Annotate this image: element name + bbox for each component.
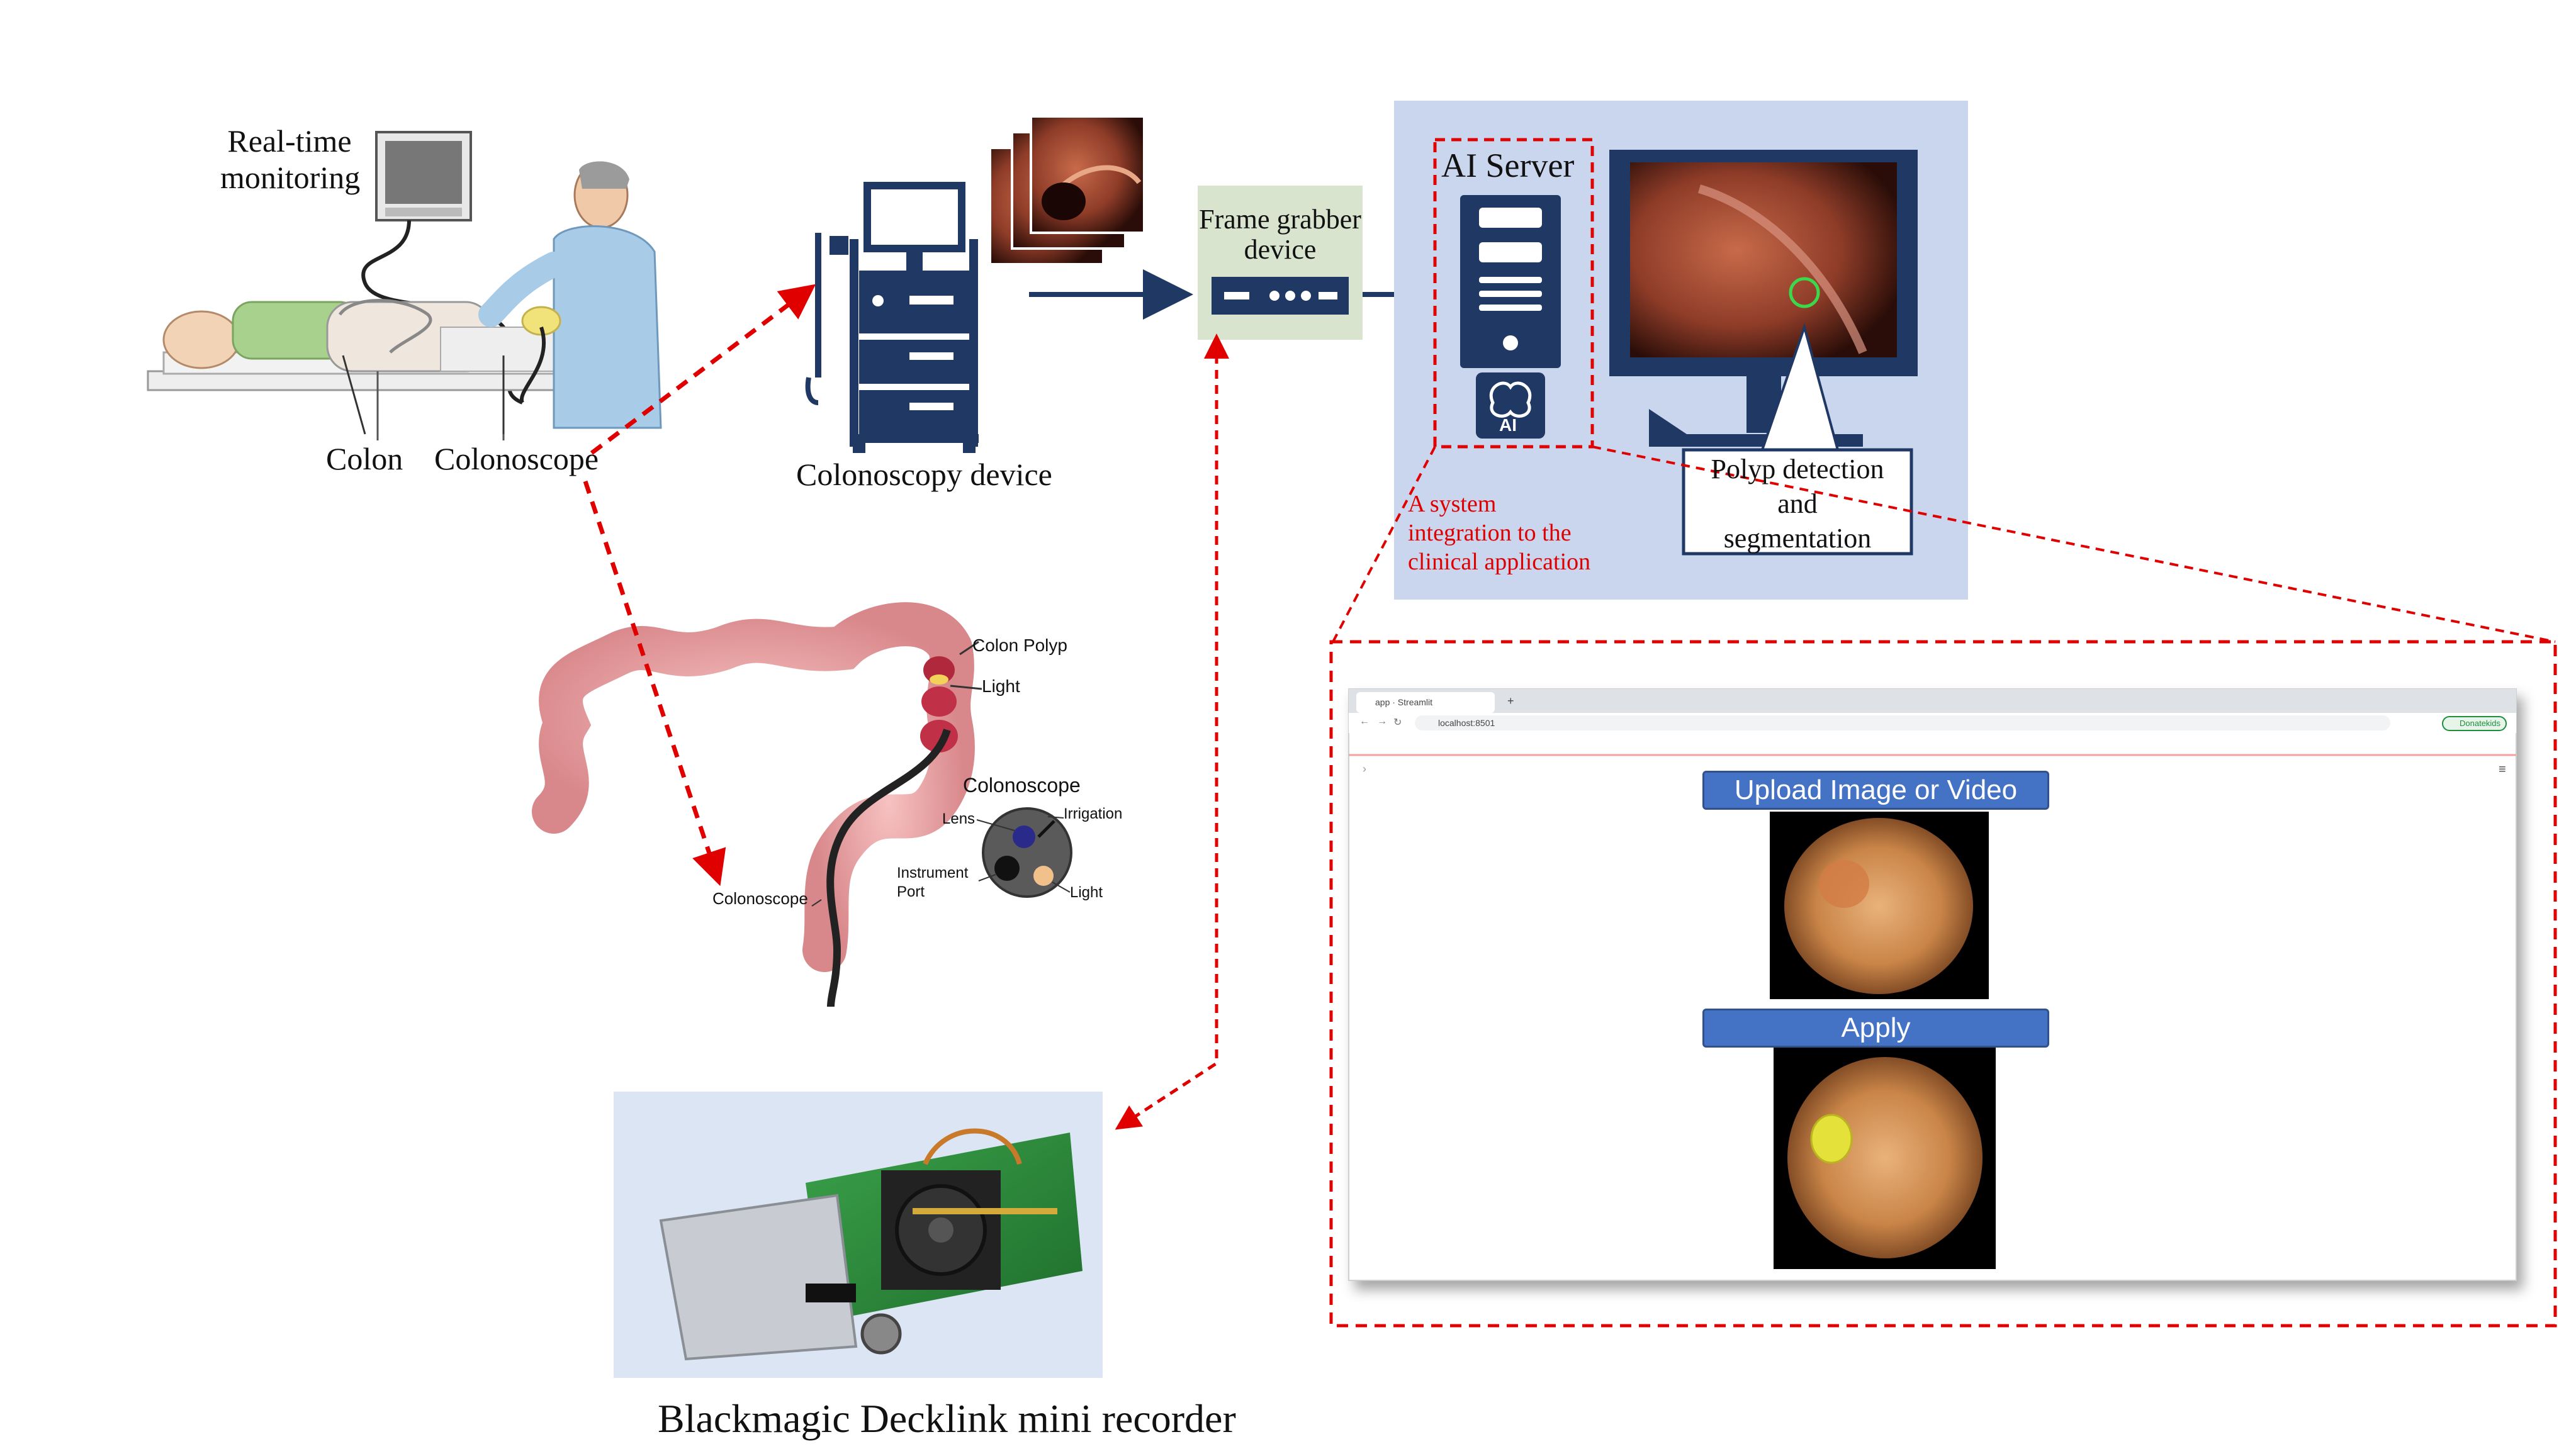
colonoscope-bottom-label: Colonoscope xyxy=(712,889,808,908)
ai-chip-label: AI xyxy=(1499,415,1517,435)
arrow-scope-to-device xyxy=(590,284,816,455)
light-top-label: Light xyxy=(982,676,1020,696)
ai-server-label: AI Server xyxy=(1441,147,1575,184)
apply-button[interactable]: Apply xyxy=(1702,1009,2049,1048)
colon-anatomy-illustration xyxy=(532,602,1072,1007)
decklink-card-image xyxy=(614,1092,1103,1378)
address-bar xyxy=(1415,715,2390,730)
arrow-scope-to-colon xyxy=(583,480,726,887)
instrument-port-label: Instrument Port xyxy=(897,864,969,900)
light-bottom-label: Light xyxy=(1070,884,1103,901)
back-icon[interactable]: ← xyxy=(1359,716,1370,727)
reload-icon[interactable]: ↻ xyxy=(1393,717,1402,728)
endoscopic-image-stack xyxy=(989,115,1145,266)
arrow-grabber-to-decklink xyxy=(1115,333,1229,1130)
decklink-label: Blackmagic Decklink mini recorder xyxy=(658,1396,1236,1441)
address-text[interactable]: localhost:8501 xyxy=(1438,718,1495,728)
colonoscope-diagram-label: Colonoscope xyxy=(963,774,1081,797)
zoom-line-right xyxy=(1592,445,2556,643)
colonoscopy-device-label: Colonoscopy device xyxy=(796,457,1052,492)
frame-grabber-box xyxy=(1198,186,1363,340)
ai-server-panel xyxy=(1394,101,1968,600)
polyp-callout-box xyxy=(1682,448,1913,556)
sidebar-expand-icon[interactable]: › xyxy=(1363,763,1366,775)
patient-scene-illustration xyxy=(147,131,662,440)
menu-icon[interactable]: ≡ xyxy=(2499,763,2506,776)
upload-image-button[interactable]: Upload Image or Video xyxy=(1702,771,2049,810)
colonoscope-label: Colonoscope xyxy=(434,441,599,476)
zoom-box xyxy=(1329,640,2557,1328)
profile-badge[interactable]: Donatekids xyxy=(2442,716,2507,731)
irrigation-label: Irrigation xyxy=(1064,805,1123,822)
scope-tip-icon xyxy=(982,807,1072,898)
browser-tab xyxy=(1356,692,1495,713)
polyp-detection-label: Polyp detection and segmentation xyxy=(1711,454,1884,554)
frame-grabber-label: Frame grabber device xyxy=(1199,204,1361,265)
browser-tab-title[interactable]: app · Streamlit xyxy=(1375,697,1433,707)
colon-polyp-label: Colon Polyp xyxy=(972,635,1067,655)
realtime-monitoring-label: Real-time monitoring xyxy=(220,123,361,195)
new-tab-icon[interactable]: + xyxy=(1507,695,1514,707)
monitor-screen xyxy=(385,141,462,204)
browser-tabbar xyxy=(1349,689,2516,713)
colonoscopy-device-icon xyxy=(805,182,979,453)
lens-label: Lens xyxy=(942,810,976,827)
colon-label: Colon xyxy=(326,441,403,476)
system-integration-label: A system integration to the clinical app… xyxy=(1408,491,1591,575)
forward-icon[interactable]: → xyxy=(1377,716,1387,727)
zoom-line-left xyxy=(1332,446,1436,642)
